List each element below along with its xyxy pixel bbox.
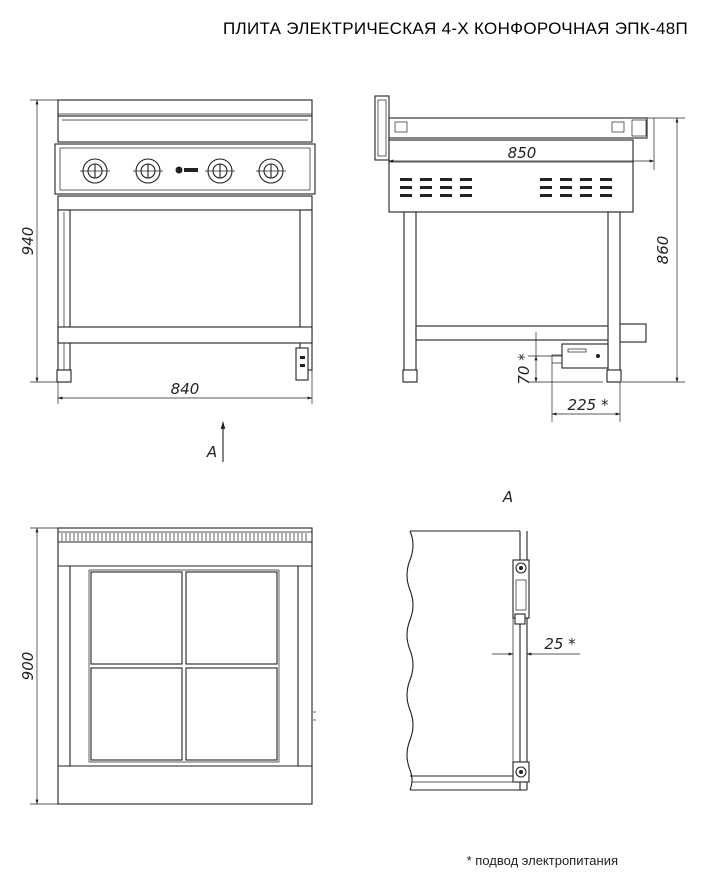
detail-view-title: А [502, 488, 513, 506]
front-height-dimension: 940 [19, 227, 37, 256]
side-height-dimension: 860 [654, 236, 672, 265]
detail-offset-dimension: 25 * [544, 635, 576, 653]
side-depth-dimension: 850 [508, 144, 537, 162]
brand-logo-icon [175, 166, 198, 174]
power-supply-footnote: * подвод электропитания [467, 853, 618, 868]
side-view [374, 95, 648, 383]
top-dimensions: 900 [19, 527, 58, 805]
front-view [54, 99, 316, 383]
detail-dimensions: 25 * [492, 635, 580, 656]
side-dimensions: 850 860 70 * 225 * [388, 117, 685, 422]
front-dimensions: 940 840 А [19, 99, 313, 462]
top-depth-dimension: 900 [19, 652, 37, 681]
view-a-marker: А [206, 443, 217, 461]
detail-view [406, 530, 530, 791]
inlet-offset-dimension: 225 * [568, 396, 609, 414]
drawing-title: ПЛИТА ЭЛЕКТРИЧЕСКАЯ 4-Х КОНФОРОЧНАЯ ЭПК-… [223, 19, 688, 38]
knob-icon [205, 158, 235, 184]
knob-icon [256, 158, 286, 184]
knob-icon [133, 158, 163, 184]
inlet-height-dimension: 70 * [515, 353, 533, 385]
front-width-dimension: 840 [171, 380, 200, 398]
knob-icon [80, 158, 110, 184]
top-view [57, 527, 316, 805]
